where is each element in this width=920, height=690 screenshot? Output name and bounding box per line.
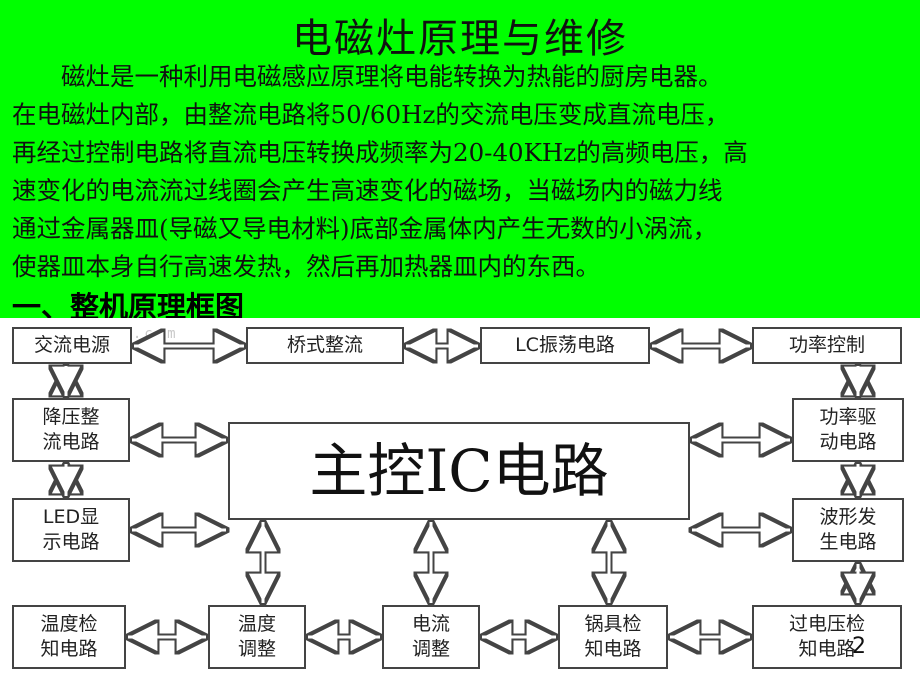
- paragraph-line: 磁灶是一种利用电磁感应原理将电能转换为热能的厨房电器。: [12, 62, 723, 91]
- box-bridge-rectifier: 桥式整流: [246, 327, 404, 364]
- box-pot-detect: 锅具检 知电路: [558, 605, 668, 669]
- paragraph-line: 使器皿本身自行高速发热，然后再加热器皿内的东西。: [12, 252, 600, 281]
- intro-paragraph: 磁灶是一种利用电磁感应原理将电能转换为热能的厨房电器。 在电磁灶内部，由整流电路…: [12, 58, 912, 286]
- box-temperature-adjust: 温度 调整: [208, 605, 306, 669]
- paragraph-line: 再经过控制电路将直流电压转换成频率为20-40KHz的高频电压，高: [12, 138, 748, 167]
- box-stepdown-rectifier: 降压整 流电路: [12, 398, 130, 462]
- box-overvoltage-detect: 过电压检 知电路: [752, 605, 902, 669]
- box-main-ic: 主控IC电路: [228, 422, 690, 520]
- box-current-adjust: 电流 调整: [382, 605, 480, 669]
- paragraph-line: 在电磁灶内部，由整流电路将50/60Hz的交流电压变成直流电压，: [12, 100, 730, 129]
- paragraph-line: 通过金属器皿(导磁又导电材料)底部金属体内产生无数的小涡流，: [12, 214, 718, 243]
- box-power-control: 功率控制: [752, 327, 902, 364]
- box-lc-oscillator: LC振荡电路: [480, 327, 650, 364]
- box-power-driver: 功率驱 动电路: [792, 398, 904, 462]
- page-number: 2: [852, 634, 866, 659]
- box-waveform-generator: 波形发 生电路: [792, 498, 904, 562]
- box-temperature-detect: 温度检 知电路: [12, 605, 126, 669]
- slide-title: 电磁灶原理与维修: [292, 16, 628, 62]
- paragraph-line: 速变化的电流流过线圈会产生高速变化的磁场，当磁场内的磁力线: [12, 176, 723, 205]
- box-led-display: LED显 示电路: [12, 498, 130, 562]
- box-ac-power: 交流电源: [12, 327, 132, 364]
